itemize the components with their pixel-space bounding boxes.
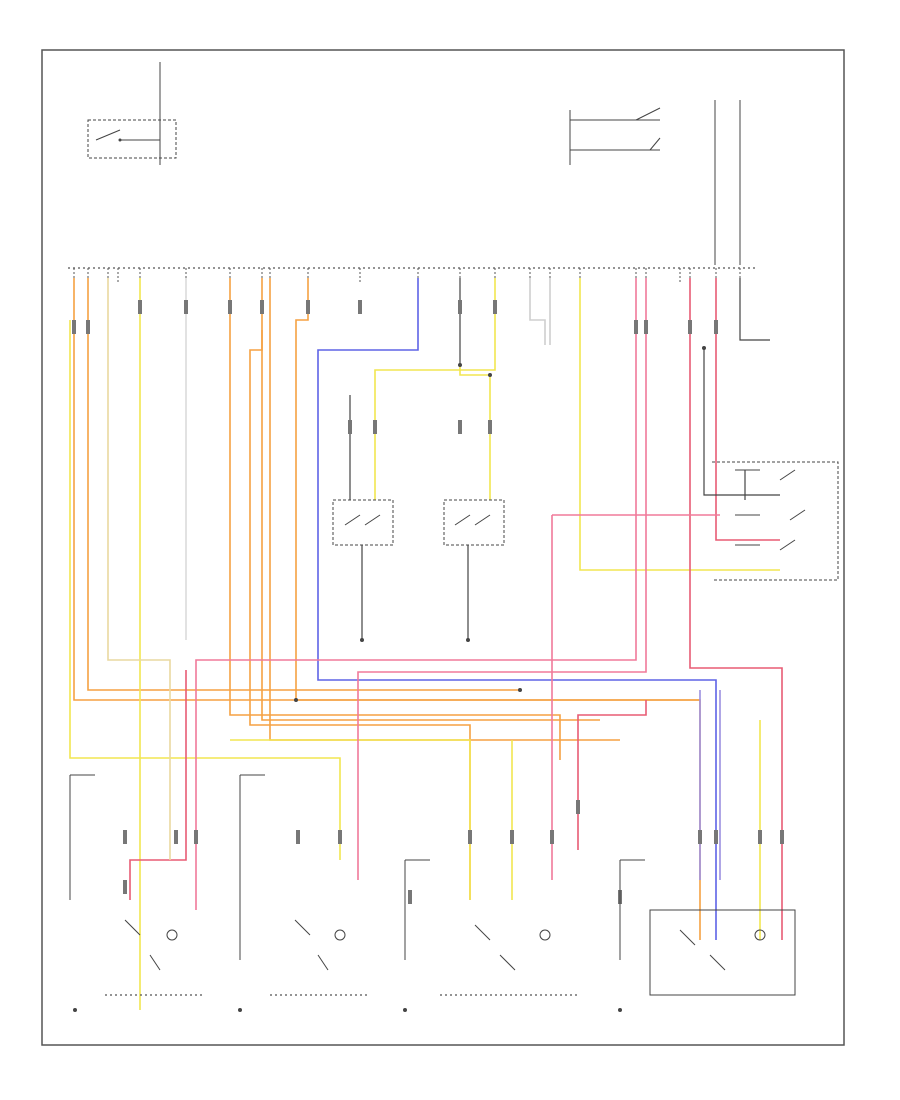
wire-code-tag: [550, 830, 554, 844]
wire-code-tag: [644, 320, 648, 334]
wire-code-tag: [458, 300, 462, 314]
door-module-left-rear: [69, 774, 205, 1012]
wire-code-tag: [408, 890, 412, 904]
wire-code-tag: [493, 300, 497, 314]
wire-code-tag: [174, 830, 178, 844]
wire-code-tag: [184, 300, 188, 314]
wire-code-tag: [123, 880, 127, 894]
wire-code-tag: [138, 300, 142, 314]
top-left-fuse-block: [87, 62, 177, 165]
top-right-switch-block: [569, 100, 741, 265]
wire-code-tag: [510, 830, 514, 844]
wire-code-tag: [780, 830, 784, 844]
wire-code-tag: [358, 300, 362, 314]
door-module-right-rear: [238, 774, 370, 1012]
wire-code-tag: [338, 830, 342, 844]
wire-code-tag: [123, 830, 127, 844]
wire-code-tag: [458, 420, 462, 434]
wire-code-tag: [373, 420, 377, 434]
wire-code-tag: [758, 830, 762, 844]
wire-code-tag: [194, 830, 198, 844]
wire-code-tag: [86, 320, 90, 334]
connector-pins: [73, 268, 741, 284]
wire-tags: [72, 300, 784, 904]
wires: [69, 278, 783, 1010]
wire-code-tag: [634, 320, 638, 334]
splice-points: [294, 346, 706, 702]
wire-code-tag: [306, 300, 310, 314]
wire-code-tag: [714, 830, 718, 844]
wire-code-tag: [468, 830, 472, 844]
wire-code-tag: [714, 320, 718, 334]
diagram-frame: [41, 49, 845, 1046]
center-switch-left: [332, 499, 394, 642]
wire-code-tag: [260, 300, 264, 314]
wire-code-tag: [228, 300, 232, 314]
wire-code-tag: [488, 420, 492, 434]
wire-code-tag: [72, 320, 76, 334]
wire-code-tag: [698, 830, 702, 844]
door-module-driver: [403, 859, 580, 1012]
wire-code-tag: [296, 830, 300, 844]
right-switch-module: [712, 461, 839, 581]
wire-code-tag: [576, 800, 580, 814]
door-module-passenger: [618, 859, 796, 1012]
wire-code-tag: [688, 320, 692, 334]
wire-code-tag: [348, 420, 352, 434]
center-switch-right: [443, 499, 505, 642]
